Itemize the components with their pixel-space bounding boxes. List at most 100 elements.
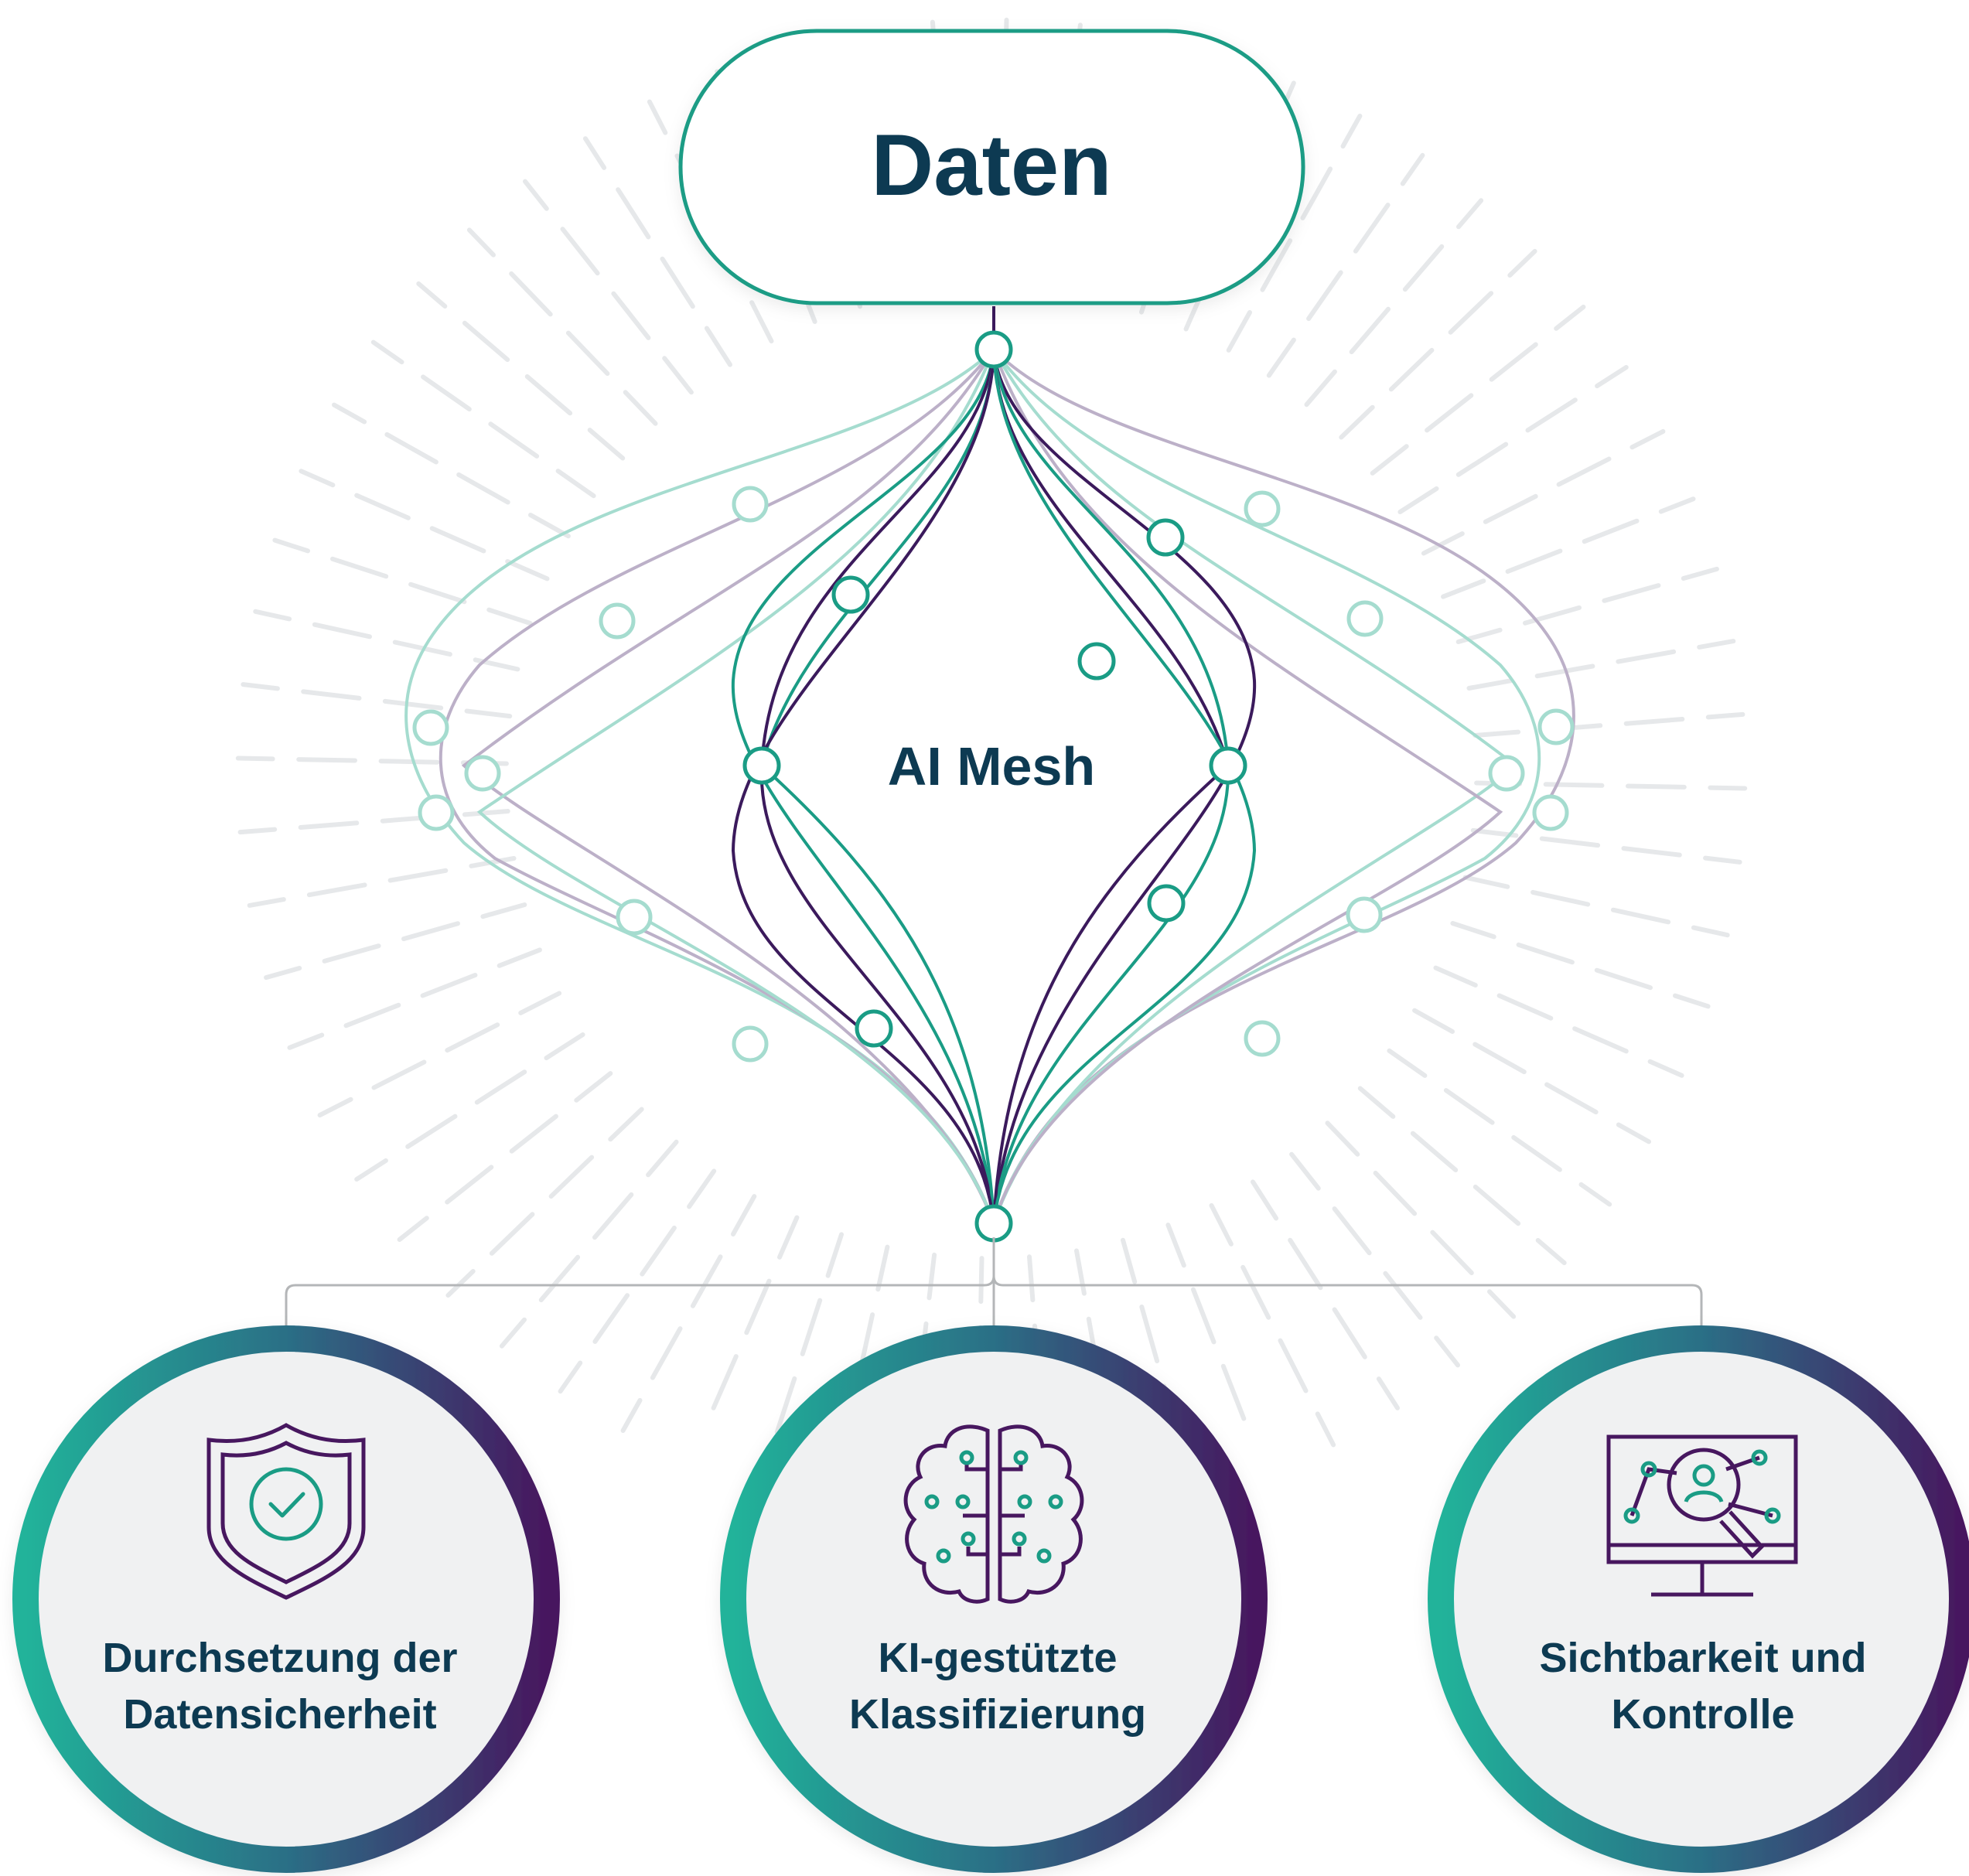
ray-dash — [330, 556, 389, 579]
ray-dash — [548, 1155, 595, 1199]
monitor-user-search-icon — [1606, 1434, 1798, 1597]
output-connectors — [285, 1237, 1703, 1332]
ray-dash — [555, 469, 596, 499]
ray-dash — [332, 402, 367, 425]
ray-dash — [1339, 404, 1375, 440]
ray-dash — [544, 1032, 585, 1061]
ray-dash — [317, 1097, 353, 1118]
ray-dash — [1647, 1059, 1684, 1078]
mesh-node — [1244, 490, 1281, 527]
ray-dash — [1266, 337, 1296, 378]
ray-dash — [1466, 678, 1514, 691]
mesh-node — [732, 1025, 769, 1062]
ray-dash — [466, 227, 496, 258]
ray-dash — [384, 431, 439, 465]
ray-dash — [1139, 1305, 1160, 1363]
ray-dash — [1594, 967, 1653, 991]
ray-dash — [405, 1114, 458, 1149]
ray-dash — [1616, 649, 1677, 664]
ray-dash — [587, 428, 626, 461]
ray-dash — [445, 1269, 476, 1298]
ray-dash — [1602, 583, 1661, 603]
ray-dash — [1554, 305, 1586, 331]
ray-dash — [1487, 1289, 1517, 1319]
ai-mesh-label: AI Mesh — [888, 736, 1095, 796]
output-classification: KI-gestützte Klassifizierung — [720, 1325, 1268, 1873]
ray-dash — [1027, 1254, 1036, 1303]
ray-dash — [592, 1192, 634, 1240]
ray-dash — [1543, 782, 1605, 788]
ray-dash — [247, 897, 286, 908]
ray-dash — [1572, 1026, 1629, 1054]
ray-dash — [489, 1212, 535, 1256]
ray-dash — [560, 227, 600, 276]
ray-dash — [298, 820, 360, 830]
ray-dash — [1544, 1082, 1599, 1115]
ray-dash — [524, 374, 573, 416]
ray-dash — [1400, 152, 1425, 186]
ray-dash — [1507, 248, 1537, 278]
ray-dash — [1483, 493, 1538, 524]
ray-dash — [1525, 397, 1578, 433]
ray-dash — [497, 947, 542, 968]
ray-dash — [1315, 1411, 1336, 1448]
ray-dash — [1530, 889, 1591, 907]
ray-dash — [744, 1278, 772, 1335]
ray-dash — [287, 1032, 325, 1050]
ray-dash — [241, 682, 280, 691]
ray-dash — [1430, 1230, 1474, 1276]
ray-dash — [662, 356, 694, 395]
output-classification-line1: KI-gestützte — [879, 1635, 1118, 1681]
ray-dash — [1340, 114, 1363, 149]
ray-dash — [1516, 942, 1575, 965]
ray-dash — [264, 966, 302, 981]
mesh-node-bottom — [974, 1204, 1013, 1243]
mesh-node — [1346, 600, 1384, 637]
ray-dash — [711, 1354, 739, 1410]
ray-dash — [592, 1293, 630, 1344]
ray-dash — [1456, 198, 1484, 230]
ray-dash — [1705, 711, 1745, 720]
ray-dash — [1441, 578, 1486, 599]
ray-dash — [408, 582, 467, 605]
ray-dash — [1412, 1008, 1455, 1034]
ray-dash — [650, 1326, 683, 1380]
ray-dash — [640, 1225, 677, 1277]
ray-dash — [1523, 605, 1582, 626]
ray-dash — [1165, 1223, 1186, 1268]
ray-dash — [253, 609, 292, 622]
brain-circuit-icon — [903, 1424, 1084, 1604]
ray-dash — [1472, 1184, 1521, 1226]
ray-dash — [1240, 1264, 1271, 1320]
ray-dash — [499, 1317, 527, 1349]
ray-dash — [1673, 993, 1711, 1009]
ray-dash — [429, 526, 486, 554]
mesh-node — [1244, 1020, 1281, 1057]
ray-dash — [608, 1107, 644, 1142]
ray-dash — [1300, 166, 1333, 220]
ray-dash — [538, 1254, 581, 1303]
ray-dash — [1505, 548, 1563, 574]
ray-dash — [523, 179, 549, 211]
ray-dash — [1658, 496, 1696, 514]
ray-dash — [1251, 1179, 1279, 1221]
ray-dash — [875, 1244, 890, 1292]
ray-dash — [401, 921, 460, 942]
ray-dash — [1621, 846, 1682, 858]
ray-dash — [488, 421, 540, 459]
ray-dash — [1595, 365, 1629, 389]
ray-dash — [312, 622, 372, 640]
ray-dash — [731, 1194, 757, 1236]
ray-dash — [1578, 1182, 1612, 1207]
ray-dash — [690, 1254, 723, 1308]
ray-dash — [474, 1069, 527, 1105]
ray-dash — [456, 472, 510, 505]
ray-dash — [1433, 965, 1478, 987]
ray-dash — [1434, 1335, 1460, 1368]
data-source-node: Daten — [678, 29, 1305, 305]
ray-dash — [1462, 875, 1510, 889]
ray-dash — [1289, 1151, 1321, 1191]
ray-dash — [1472, 1042, 1527, 1075]
ray-dash — [1421, 531, 1465, 556]
